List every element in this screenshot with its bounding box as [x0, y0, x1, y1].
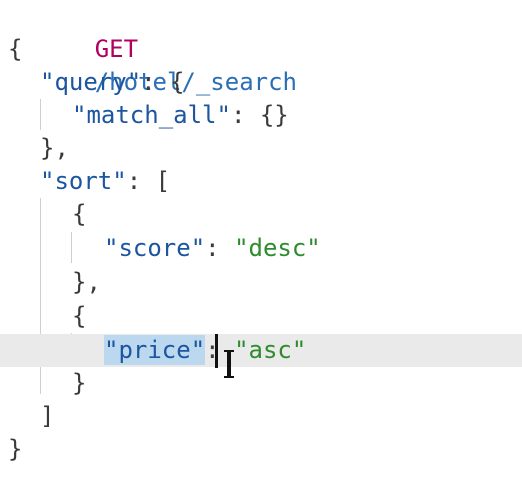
indent-guide: [40, 198, 41, 394]
close-brace: }: [8, 435, 23, 463]
close-brace: }: [72, 369, 87, 397]
close-brace: },: [72, 268, 101, 296]
code-line: {: [0, 300, 522, 333]
json-punctuation: : {}: [230, 101, 289, 129]
text-caret: [215, 334, 218, 368]
json-punctuation: :: [205, 234, 235, 262]
open-brace: {: [72, 302, 87, 330]
code-line: ]: [0, 400, 522, 433]
code-line: "query": {: [0, 66, 522, 99]
code-line: }: [0, 433, 522, 466]
json-key: "query": [40, 68, 142, 96]
code-line: {: [0, 33, 522, 66]
indent-guide: [40, 99, 41, 130]
close-brace: },: [40, 134, 69, 162]
json-string-value: "desc": [234, 234, 321, 262]
code-line: "sort": [: [0, 165, 522, 198]
indent-guide: [71, 232, 72, 263]
code-line: },: [0, 266, 522, 299]
code-line-active[interactable]: "price": "asc": [0, 334, 522, 367]
http-method: GET: [94, 35, 139, 63]
json-key: "match_all": [72, 101, 231, 129]
code-line: "match_all": {}: [0, 99, 522, 132]
code-line: {: [0, 198, 522, 231]
code-line: },: [0, 132, 522, 165]
code-line: }: [0, 367, 522, 400]
request-path: /hotel/_search: [94, 68, 297, 96]
json-key: "score": [104, 234, 206, 262]
json-key: "sort": [40, 167, 127, 195]
text-cursor-ibeam-icon: [224, 350, 234, 378]
json-punctuation: : [: [126, 167, 171, 195]
json-string-value: "asc": [234, 336, 307, 364]
selected-text[interactable]: "price": [104, 335, 206, 365]
json-punctuation: : {: [141, 68, 185, 96]
code-line: "score": "desc": [0, 232, 522, 265]
open-brace: {: [72, 200, 87, 228]
code-line-request: GET /hotel/_search: [0, 0, 522, 96]
open-brace: {: [8, 35, 23, 63]
close-bracket: ]: [40, 402, 55, 430]
